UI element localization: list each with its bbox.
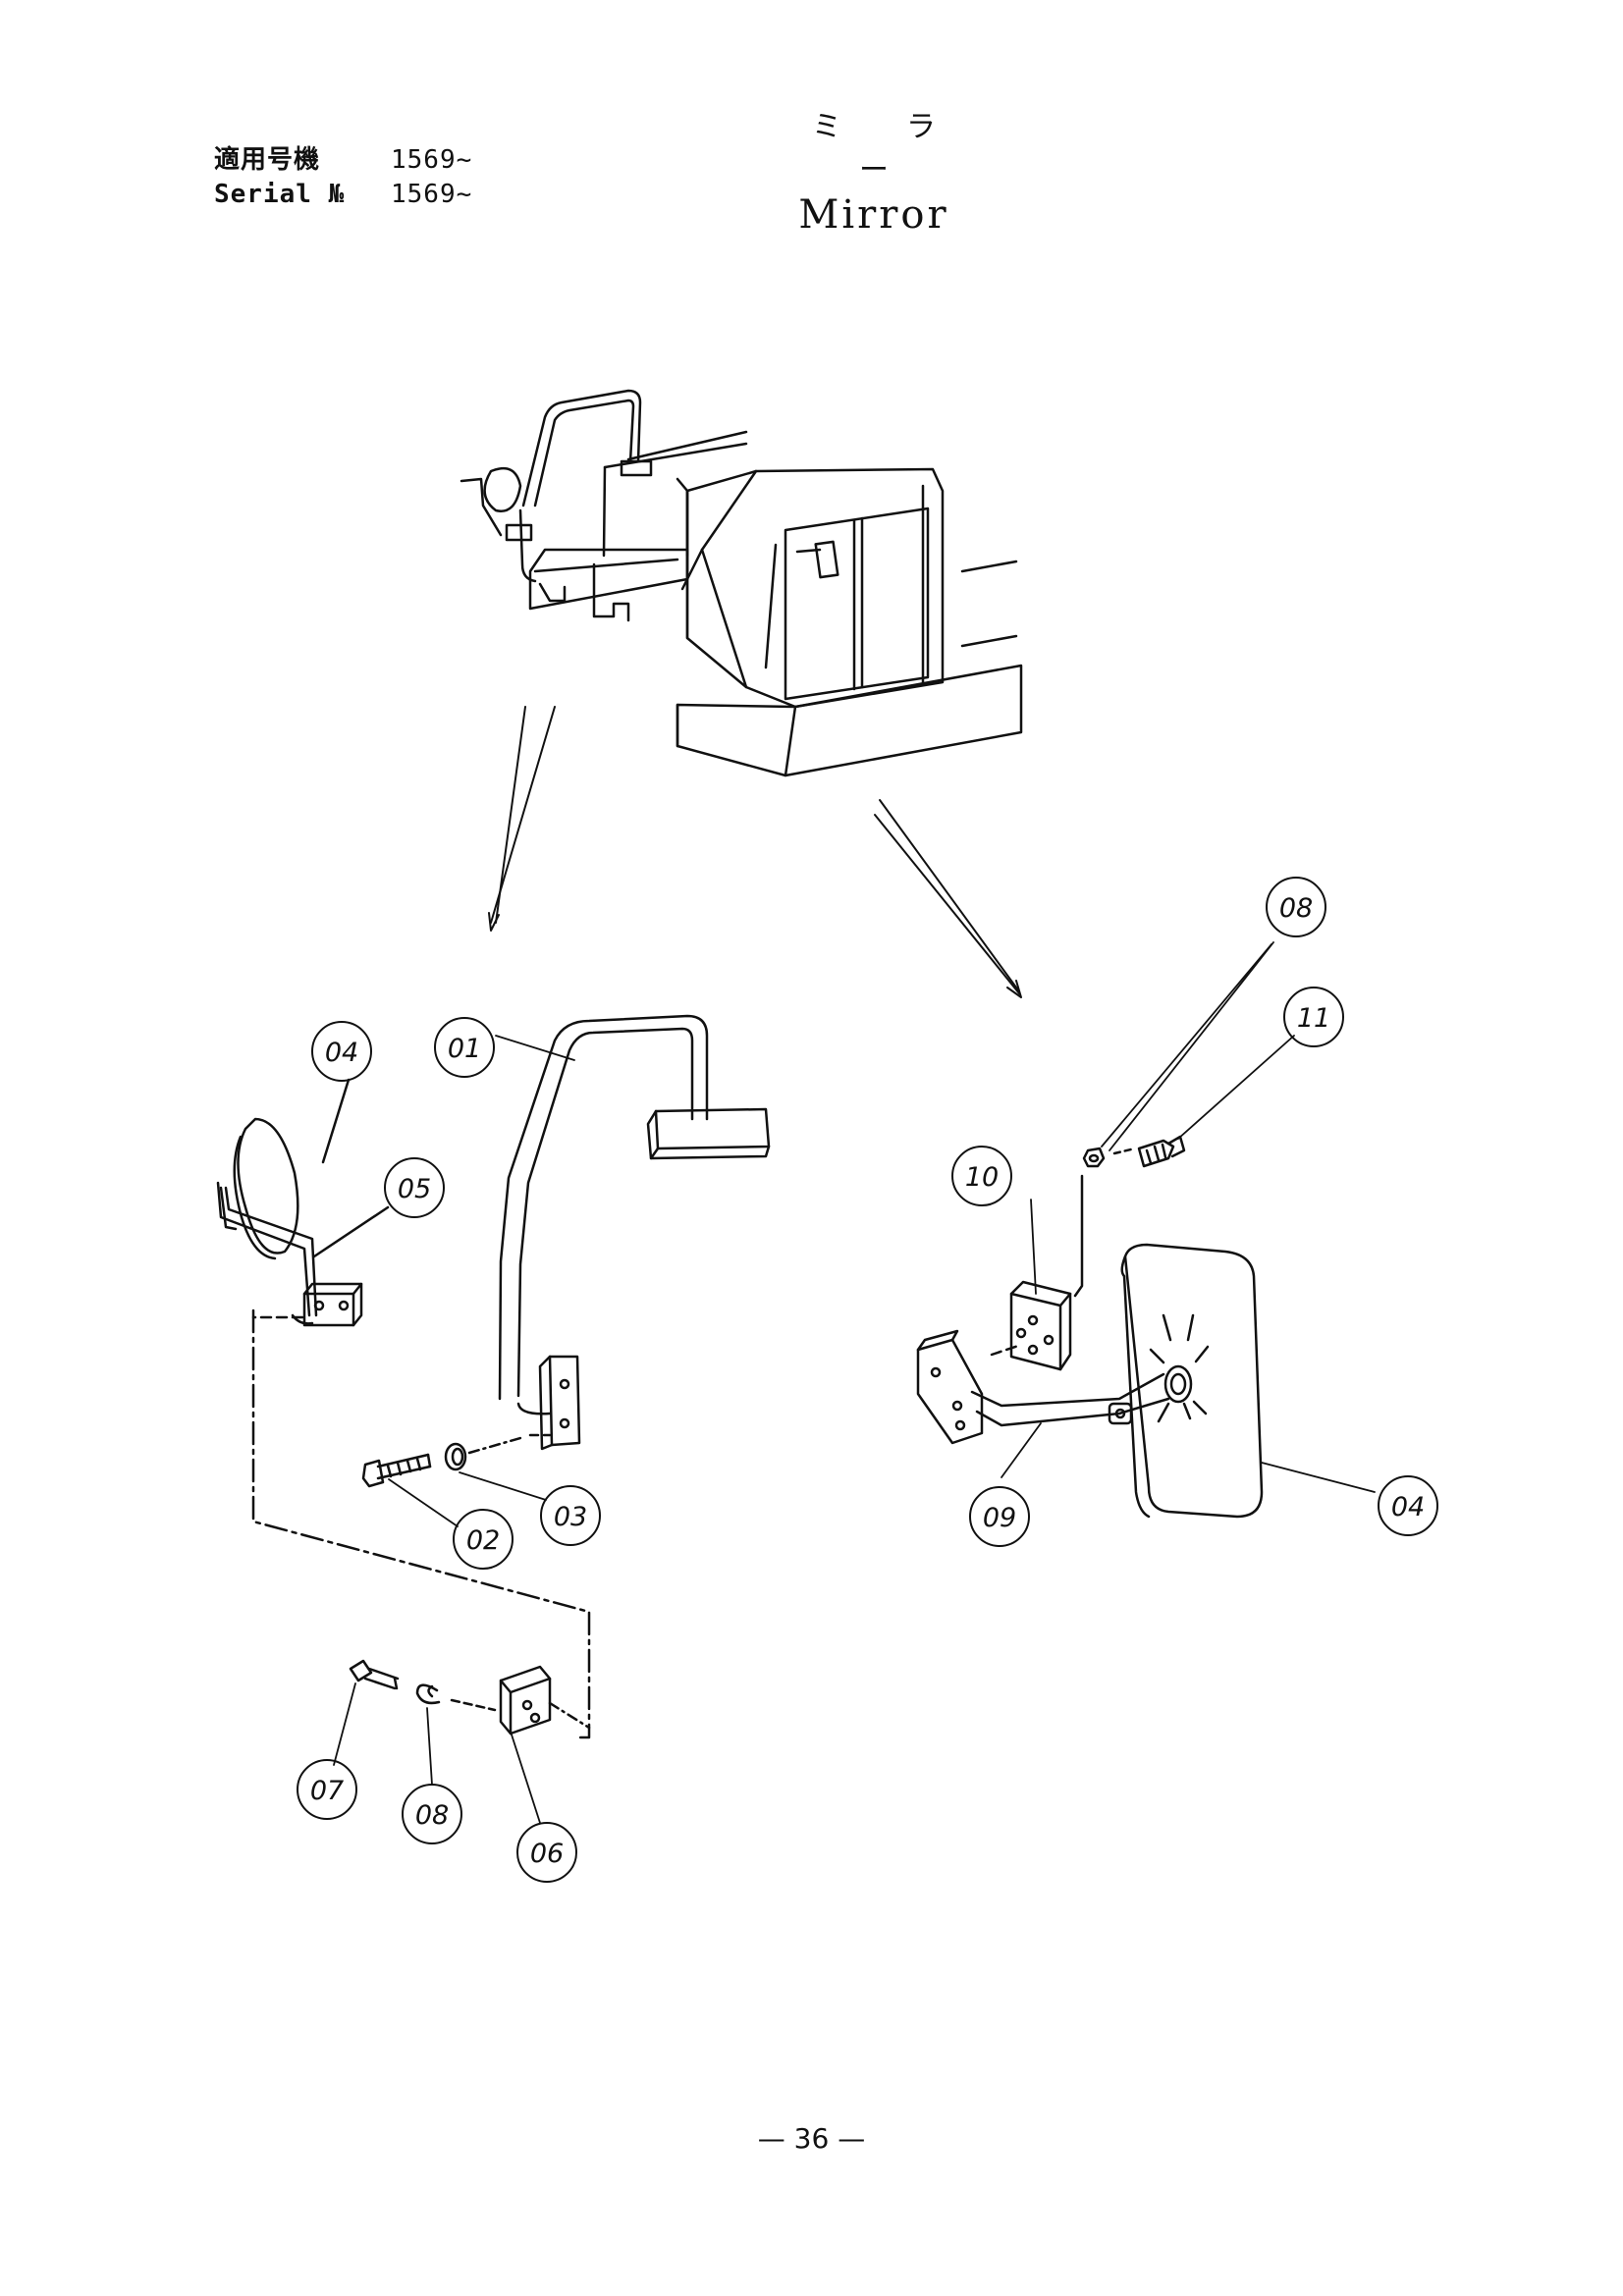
svg-text:02: 02 [466,1525,500,1556]
callout-08-right: 08 [1266,877,1326,937]
callout-09: 09 [969,1486,1030,1547]
page-number: — 36 — [757,2122,866,2155]
callout-05: 05 [384,1157,445,1218]
serial-info: 適用号機 1569~ Serial № 1569~ [214,143,472,212]
applicable-row: 適用号機 1569~ [214,143,472,178]
svg-text:04: 04 [1391,1492,1425,1522]
svg-text:07: 07 [310,1776,344,1806]
serial-row: Serial № 1569~ [214,178,472,212]
callout-01: 01 [434,1017,495,1078]
callout-06: 06 [516,1822,577,1883]
svg-text:08: 08 [415,1800,449,1831]
callout-08-left: 08 [402,1784,462,1844]
callout-10: 10 [951,1146,1012,1206]
svg-text:03: 03 [554,1502,587,1532]
left-mirror-assembly [216,1014,771,1824]
serial-label: Serial № [214,180,346,209]
page-title: ミ ラ ー Mirror [746,102,1001,238]
svg-text:05: 05 [398,1174,431,1204]
svg-text:09: 09 [983,1503,1016,1533]
svg-text:10: 10 [965,1162,999,1193]
callout-03: 03 [540,1485,601,1546]
title-japanese: ミ ラ ー [811,110,960,187]
svg-text:06: 06 [530,1839,564,1869]
svg-text:08: 08 [1279,893,1313,924]
callout-04-left: 04 [311,1021,372,1082]
callout-02: 02 [453,1509,514,1570]
title-english: Mirror [798,192,949,238]
serial-value: 1569~ [391,180,473,209]
callout-07: 07 [297,1759,357,1820]
svg-text:01: 01 [448,1034,481,1064]
callout-11: 11 [1283,987,1344,1047]
callouts: 01 02 03 04 05 06 07 08 08 09 10 11 04 [297,877,1438,1883]
applicable-value: 1569~ [391,145,473,175]
svg-text:04: 04 [325,1038,358,1068]
applicable-label: 適用号機 [214,145,321,175]
view-arrows [488,706,1022,998]
machine-overview [460,389,1023,777]
callout-04-right: 04 [1378,1475,1438,1536]
stay-part-01 [498,1014,709,1401]
svg-text:11: 11 [1297,1003,1330,1034]
right-mirror-assembly [916,941,1376,1519]
